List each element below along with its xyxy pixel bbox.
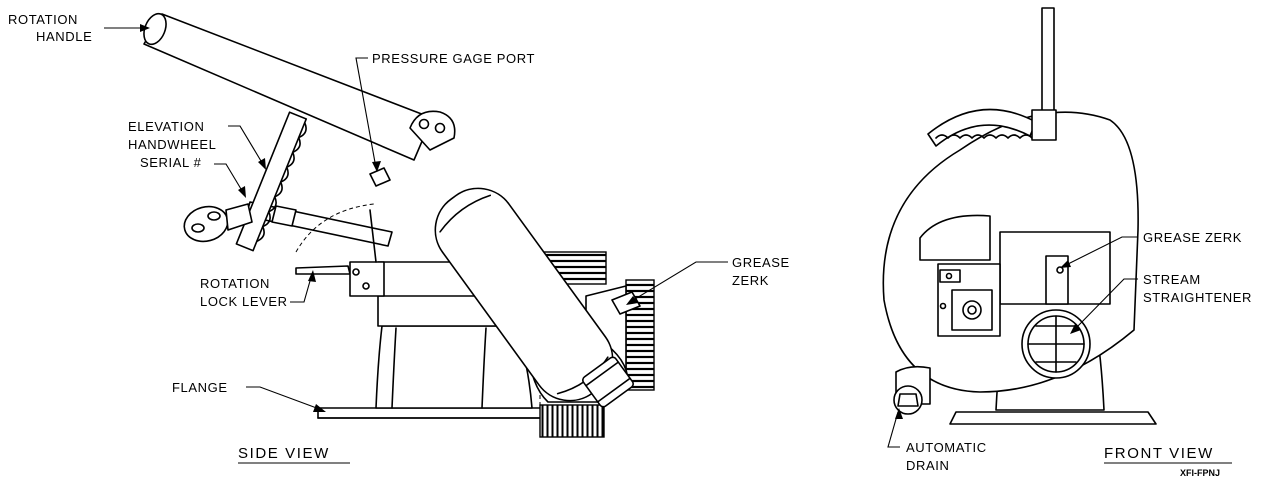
stream-straightener-outlet (1021, 309, 1091, 379)
label-rotation-lock-2: LOCK LEVER (200, 294, 288, 309)
label-elevation-1: ELEVATION (128, 119, 204, 134)
front-base (949, 411, 1157, 425)
elevation-handwheel (235, 111, 308, 252)
label-pressure-gage-port: PRESSURE GAGE PORT (372, 51, 535, 66)
arrow-icon (1070, 324, 1081, 334)
threaded-inlet-bottom (539, 404, 605, 438)
label-grease-zerk-2: ZERK (732, 273, 769, 288)
front-view-labels: GREASE ZERK STREAM STRAIGHTENER AUTOMATI… (887, 230, 1252, 478)
side-view-title: SIDE VIEW (238, 445, 330, 462)
arrow-icon (313, 404, 326, 412)
nozzle-cap (582, 356, 634, 408)
label-rotation-handle-1: ROTATION (8, 12, 78, 27)
arrow-icon (238, 186, 246, 198)
arrow-icon (308, 270, 316, 282)
arrow-icon (372, 161, 381, 172)
side-view-drawing (143, 12, 655, 438)
arrow-icon (626, 296, 638, 305)
label-drain-1: AUTOMATIC (906, 440, 987, 455)
arrow-icon (1060, 260, 1071, 268)
front-view-title: FRONT VIEW (1104, 445, 1214, 462)
label-serial: SERIAL # (140, 155, 202, 170)
automatic-drain (893, 365, 931, 415)
label-rotation-lock-1: ROTATION (200, 276, 270, 291)
arrow-icon (258, 158, 266, 170)
front-grease-zerk (1056, 266, 1064, 274)
arrow-icon (895, 408, 903, 419)
label-elevation-2: HANDWHEEL (128, 137, 216, 152)
side-view-labels: ROTATION HANDLE PRESSURE GAGE PORT ELEVA… (8, 12, 790, 464)
handwheel-knob (183, 203, 253, 243)
drawing-code: XFI-FPNJ (1180, 468, 1220, 478)
label-stream-2: STRAIGHTENER (1143, 290, 1252, 305)
front-view-drawing (882, 7, 1157, 425)
pressure-gage-port (369, 167, 391, 187)
label-flange: FLANGE (172, 380, 228, 395)
arrow-icon (140, 24, 150, 32)
label-drain-2: DRAIN (906, 458, 949, 473)
label-stream-1: STREAM (1143, 272, 1201, 287)
rotation-lock-lever (295, 203, 385, 297)
label-grease-zerk-1: GREASE (732, 255, 790, 270)
label-rotation-handle-2: HANDLE (36, 29, 92, 44)
label-grease-zerk-front: GREASE ZERK (1143, 230, 1242, 245)
